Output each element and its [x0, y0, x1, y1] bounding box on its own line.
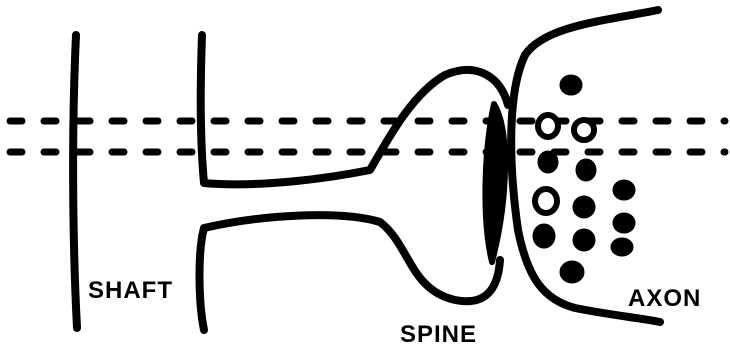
spine-neck-lower: [200, 215, 501, 330]
label-axon: AXON: [628, 285, 701, 312]
shaft-left-wall: [73, 35, 77, 328]
vesicle: [533, 224, 555, 248]
vesicle: [611, 238, 633, 256]
vesicle: [613, 213, 635, 233]
vesicle: [573, 196, 595, 218]
vesicle: [573, 229, 595, 251]
label-spine: SPINE: [400, 321, 477, 348]
vesicle: [576, 159, 596, 181]
vesicle: [613, 180, 635, 200]
vesicle: [560, 75, 582, 95]
synaptic-vesicles: [533, 75, 635, 283]
vesicle: [538, 115, 558, 137]
vesicle: [574, 120, 594, 140]
vesicle: [538, 151, 558, 173]
membrane-dots: [10, 121, 725, 152]
postsynaptic-density: [485, 104, 505, 262]
vesicle: [535, 189, 557, 213]
vesicle: [560, 261, 584, 283]
label-shaft: SHAFT: [88, 277, 173, 304]
spine-neck-upper: [201, 35, 508, 184]
